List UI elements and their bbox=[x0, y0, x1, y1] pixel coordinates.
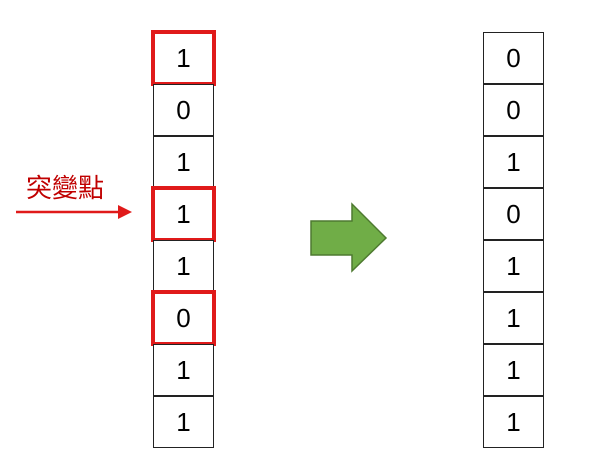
after-bit-2: 0 bbox=[483, 84, 544, 136]
after-bit-1: 0 bbox=[483, 32, 544, 84]
after-bit-7: 1 bbox=[483, 344, 544, 396]
after-bit-8: 1 bbox=[483, 396, 544, 448]
after-bit-6: 1 bbox=[483, 292, 544, 344]
before-bit-3: 1 bbox=[153, 136, 214, 188]
after-bit-5: 1 bbox=[483, 240, 544, 292]
after-bit-4: 0 bbox=[483, 188, 544, 240]
before-bit-6: 0 bbox=[153, 292, 214, 344]
after-bit-3: 1 bbox=[483, 136, 544, 188]
before-bit-7: 1 bbox=[153, 344, 214, 396]
before-bit-4: 1 bbox=[153, 188, 214, 240]
before-bit-1: 1 bbox=[153, 32, 214, 84]
before-bit-2: 0 bbox=[153, 84, 214, 136]
mutation-point-label: 突變點 bbox=[26, 174, 105, 204]
before-bit-8: 1 bbox=[153, 396, 214, 448]
before-bit-5: 1 bbox=[153, 240, 214, 292]
